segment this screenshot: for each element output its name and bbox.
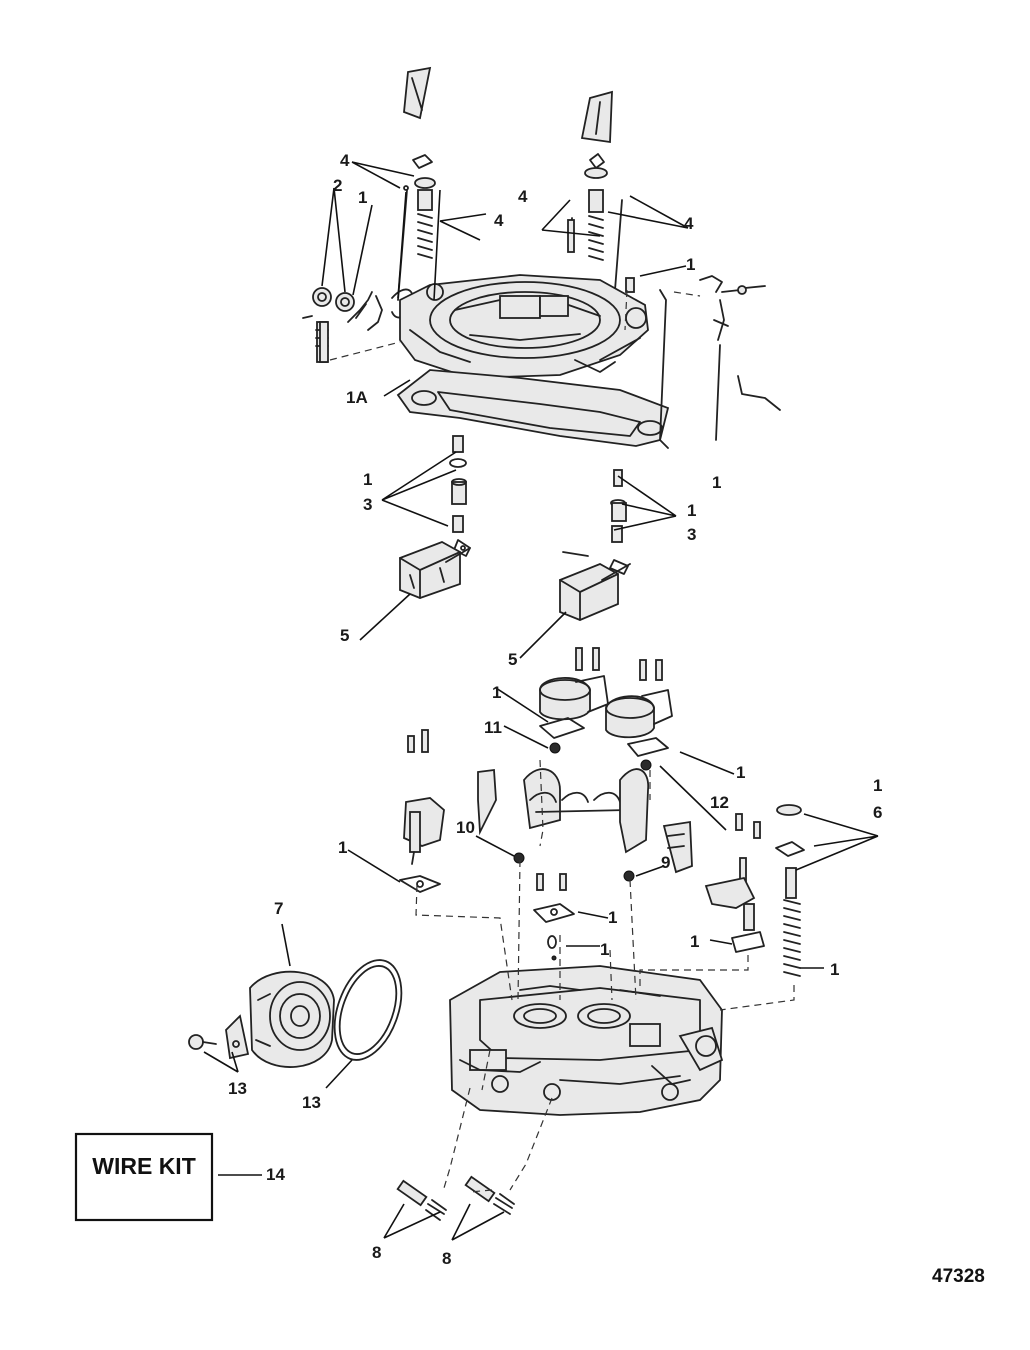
- wire-kit-box: WIRE KIT: [74, 1132, 214, 1222]
- leader-lines: [203, 161, 879, 1241]
- float-right: [559, 551, 631, 621]
- wire-kit-label: WIRE KIT: [92, 1153, 196, 1179]
- air-horn-screws: [319, 219, 575, 363]
- callout-1: 1: [690, 932, 699, 951]
- callout-1: 1: [338, 838, 347, 857]
- callout-3: 3: [363, 495, 372, 514]
- callout-13: 13: [228, 1079, 247, 1098]
- fast-idle-cam-left: [399, 729, 445, 893]
- float-left: [399, 541, 471, 599]
- callout-10: 10: [456, 818, 475, 837]
- main-carburetor-body: [449, 965, 724, 1116]
- throttle-linkage-middle: [477, 768, 693, 874]
- needle-seat-assembly-right: [569, 153, 635, 293]
- figure-number: 47328: [932, 1266, 985, 1287]
- idle-mixture-screw-assembly: [735, 804, 805, 977]
- callout-1: 1: [686, 255, 695, 274]
- callout-12: 12: [710, 793, 729, 812]
- choke-plates: [403, 66, 613, 144]
- callout-4: 4: [494, 211, 504, 230]
- callout-11: 11: [484, 718, 502, 737]
- pump-plungers: [513, 852, 635, 882]
- metering-rod-jets-left: [449, 435, 471, 557]
- callout-9: 9: [661, 853, 670, 872]
- gaskets-middle: [539, 717, 669, 771]
- choke-screw-retainer: [188, 1014, 250, 1060]
- callout-1: 1: [600, 940, 609, 959]
- callout-4: 4: [518, 187, 528, 206]
- callout-1: 1: [363, 470, 372, 489]
- callout-4: 4: [340, 151, 350, 170]
- callout-14: 14: [266, 1165, 285, 1184]
- callout-1: 1: [873, 776, 882, 795]
- choke-gasket-ring: [333, 959, 403, 1061]
- vacuum-piston-right: [605, 659, 673, 739]
- callout-1: 1: [687, 501, 696, 520]
- idle-mixture-screws: [396, 1175, 515, 1221]
- callout-7: 7: [274, 899, 283, 918]
- callout-2: 2: [333, 176, 342, 195]
- callout-labels: 4 2 1 4 4 4 1 1A 1 1 3 1 3 5 5 1 11 1 12…: [228, 151, 882, 1268]
- callout-5: 5: [340, 626, 349, 645]
- metering-rod-jets-right: [609, 469, 629, 575]
- callout-6: 6: [873, 803, 882, 822]
- callout-1: 1: [358, 188, 367, 207]
- callout-4: 4: [684, 214, 694, 233]
- air-horn-gasket: [396, 369, 670, 447]
- callout-1a: 1A: [346, 388, 368, 407]
- vacuum-piston-left: [539, 647, 609, 721]
- choke-linkage-right: [659, 275, 781, 449]
- fast-idle-cam-right: [704, 857, 765, 953]
- callout-1: 1: [608, 908, 617, 927]
- callout-13: 13: [302, 1093, 321, 1112]
- callout-3: 3: [687, 525, 696, 544]
- assembly-guides: [415, 759, 795, 1193]
- callout-1: 1: [736, 763, 745, 782]
- callout-5: 5: [508, 650, 517, 669]
- callout-1: 1: [492, 683, 501, 702]
- callout-1: 1: [830, 960, 839, 979]
- electric-choke-housing: [249, 970, 335, 1068]
- callout-8: 8: [442, 1249, 451, 1268]
- pump-jet-cluster: [533, 873, 575, 961]
- callout-1: 1: [712, 473, 721, 492]
- air-horn-body: [399, 274, 649, 379]
- callout-8: 8: [372, 1243, 381, 1262]
